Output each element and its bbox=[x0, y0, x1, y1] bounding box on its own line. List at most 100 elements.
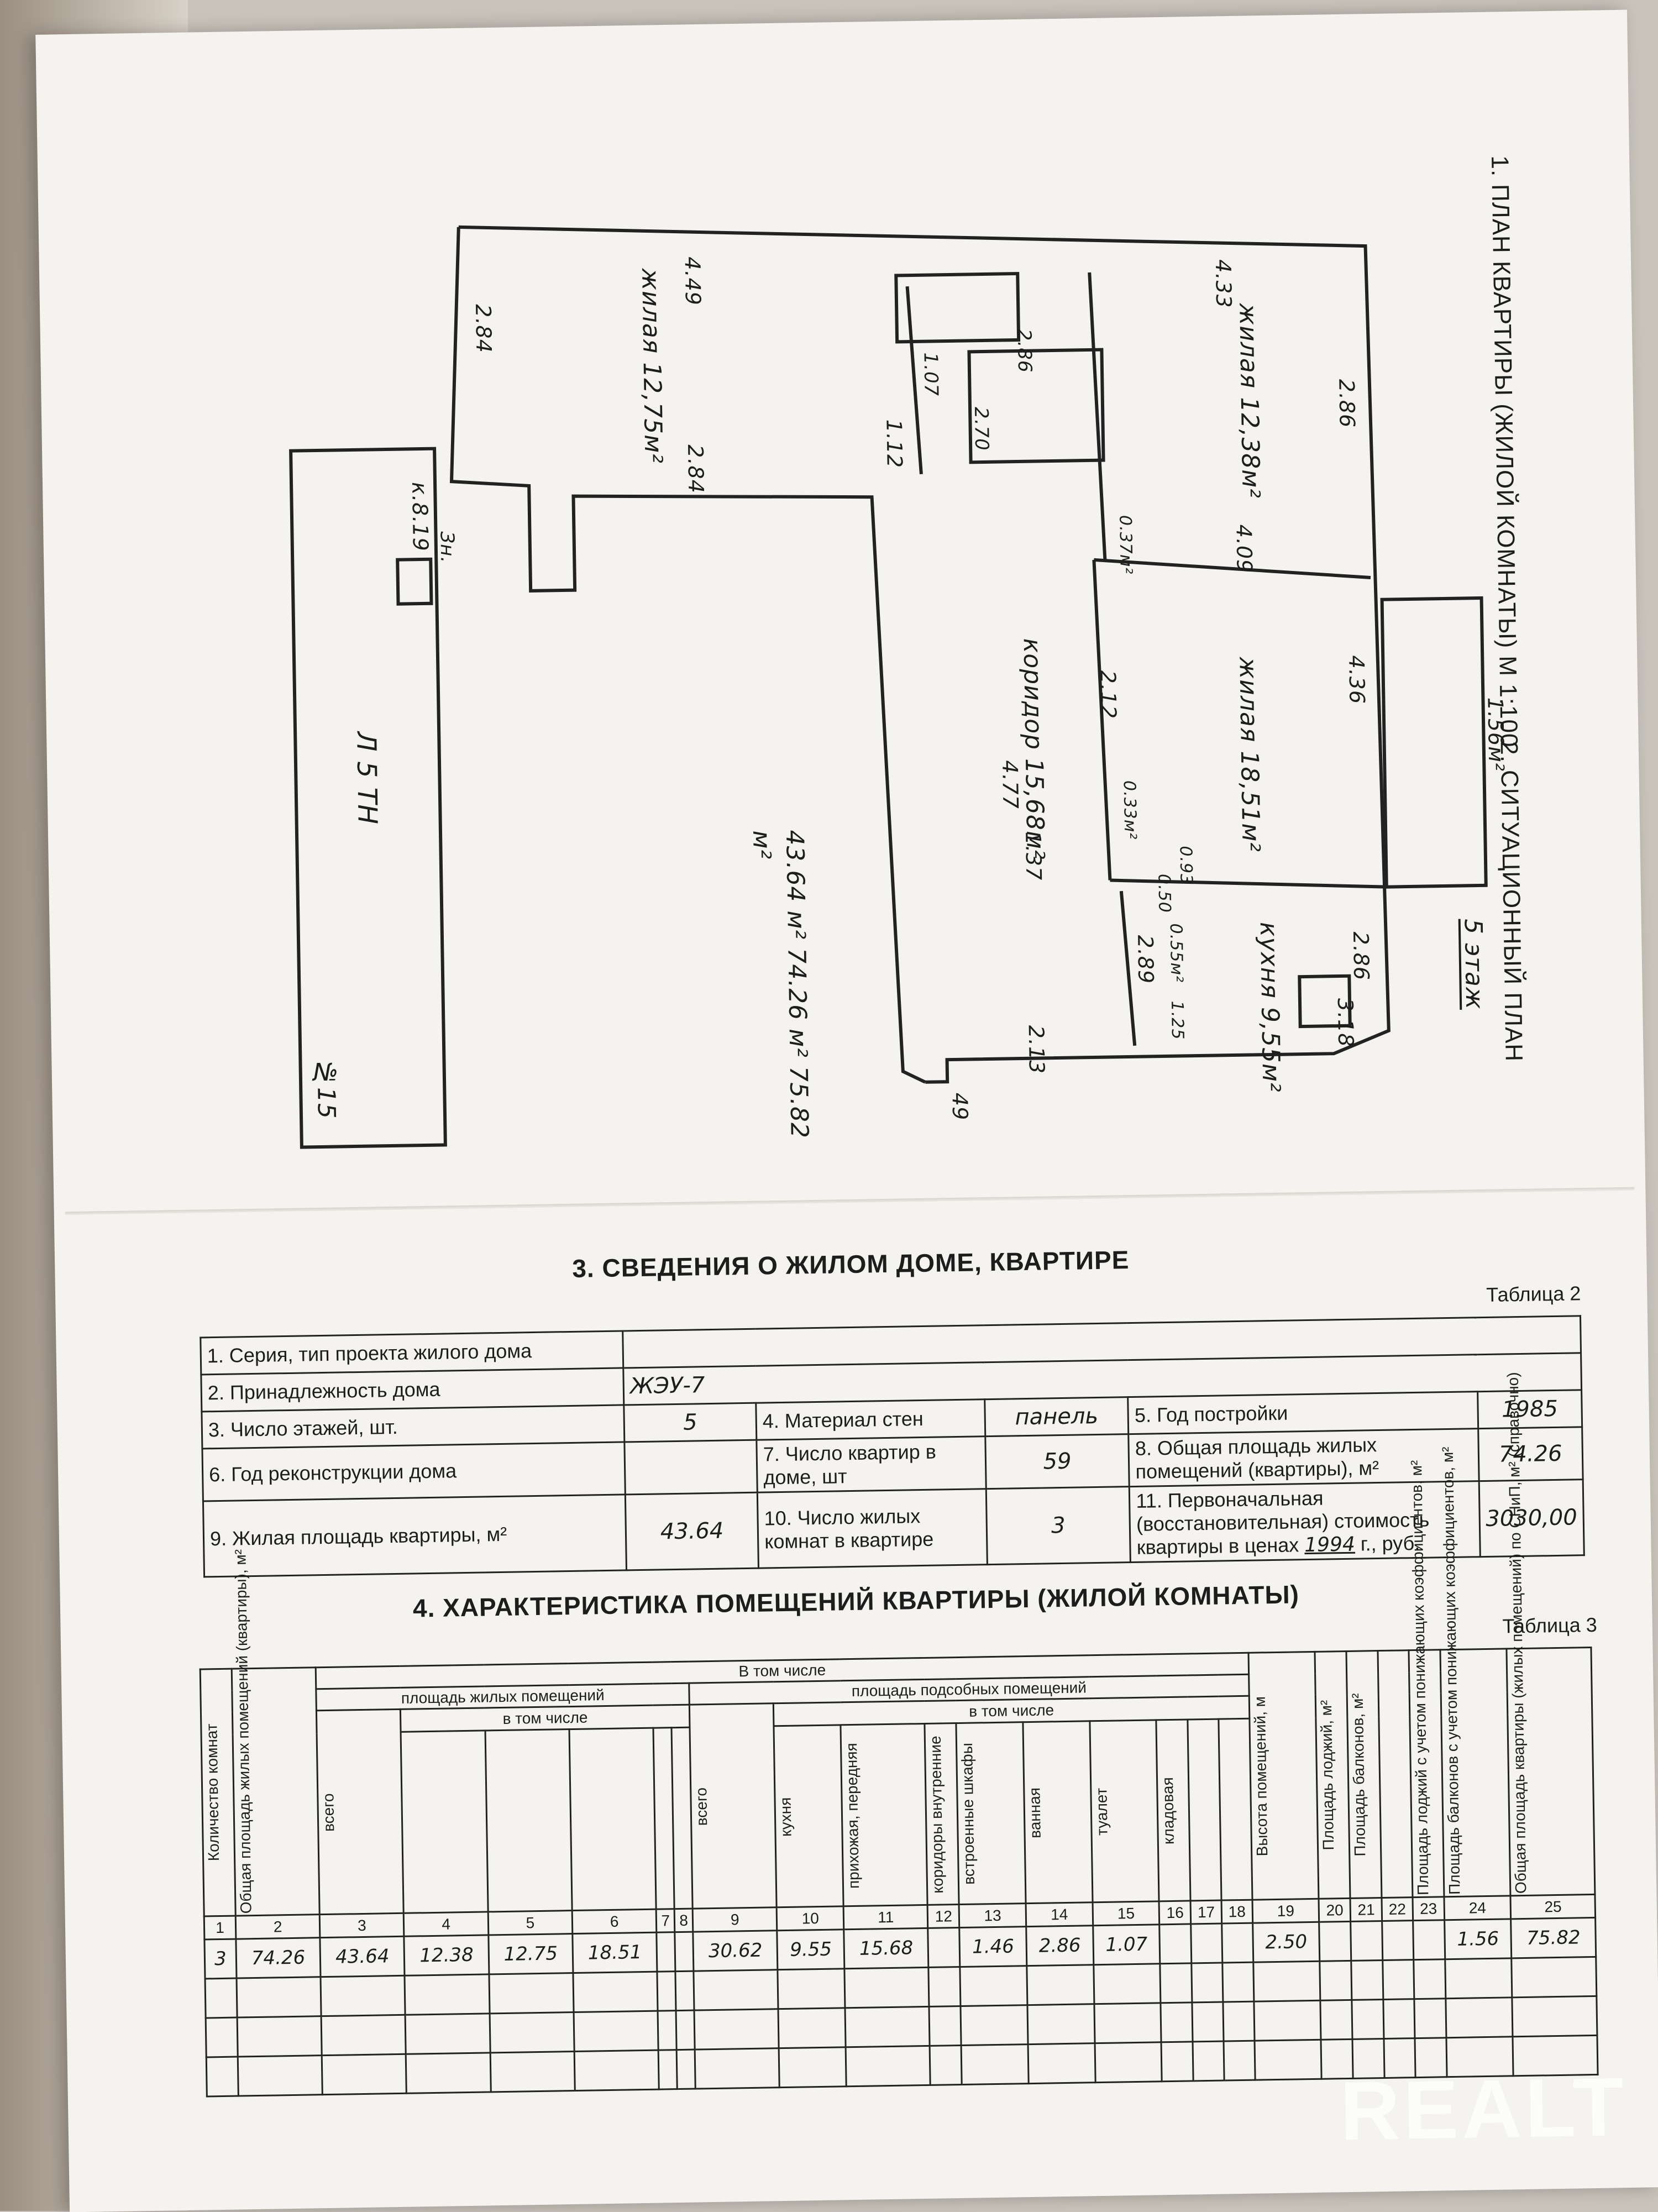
header-cell: коридоры внутренние bbox=[925, 1723, 959, 1905]
room-label: жилая 12,38м² bbox=[1234, 303, 1265, 499]
cell-label: 11. Первоначальная (восстановительная) с… bbox=[1129, 1481, 1480, 1563]
header-cell: Количество комнат bbox=[200, 1669, 236, 1916]
header-cell: всего bbox=[316, 1709, 404, 1915]
cell-label: 10. Число жилых комнат в квартире bbox=[757, 1488, 988, 1569]
column-number: 24 bbox=[1444, 1895, 1512, 1920]
column-number: 23 bbox=[1412, 1896, 1445, 1921]
dimension: 2.86 bbox=[1334, 379, 1360, 428]
stair-mark: 49 bbox=[947, 1092, 973, 1121]
header-cell: Общая площадь жилых помещений (квартиры)… bbox=[232, 1549, 320, 1916]
header-cell bbox=[1188, 1719, 1222, 1901]
column-number: 5 bbox=[487, 1910, 573, 1935]
header-cell bbox=[671, 1727, 693, 1909]
cell-label: 6. Год реконструкции дома bbox=[202, 1442, 626, 1501]
table-cell: 9.55 bbox=[777, 1929, 845, 1970]
table-cell bbox=[1382, 1920, 1414, 1961]
situation-house-number: №15 bbox=[311, 1058, 341, 1120]
header-cell bbox=[401, 1731, 488, 1914]
dimension: 1.37 bbox=[1021, 831, 1046, 881]
room-area: 12,38м² bbox=[1235, 396, 1265, 499]
header-cell bbox=[653, 1727, 675, 1910]
cost-year: 1994 bbox=[1304, 1533, 1356, 1557]
cell-value: 43.64 bbox=[625, 1492, 759, 1570]
table-cell: 2.50 bbox=[1252, 1922, 1320, 1963]
table-cell: 18.51 bbox=[572, 1932, 658, 1973]
dimension: 4.36 bbox=[1344, 655, 1370, 705]
cell-label: 2. Принадлежность дома bbox=[201, 1367, 625, 1412]
column-number: 11 bbox=[843, 1905, 928, 1930]
total-living: 43.64 м² bbox=[780, 830, 811, 940]
column-number: 19 bbox=[1252, 1899, 1320, 1923]
area-totals: 43.64 м² 74.26 м² 75.82 м² bbox=[744, 830, 816, 1173]
table-cell: 12.38 bbox=[404, 1935, 489, 1976]
room-name: кухня bbox=[1254, 921, 1284, 999]
header-cell: Площадь балконов с учетом понижающих коэ… bbox=[1439, 1446, 1511, 1897]
column-number: 1 bbox=[204, 1916, 236, 1940]
column-number: 25 bbox=[1510, 1894, 1596, 1919]
section3-title: 3. СВЕДЕНИЯ О ЖИЛОМ ДОМЕ, КВАРТИРЕ bbox=[571, 1245, 1130, 1283]
cell-label: 3. Число этажей, шт. bbox=[201, 1404, 625, 1449]
dimension: 0.50 bbox=[1154, 873, 1174, 914]
dimension: 3.18 bbox=[1332, 998, 1358, 1047]
table-cell: 30.62 bbox=[692, 1930, 778, 1972]
column-number: 6 bbox=[572, 1909, 657, 1934]
column-number: 14 bbox=[1026, 1902, 1093, 1927]
dimension: 0.33м² bbox=[1119, 780, 1140, 840]
header-cell: встроенные шкафы bbox=[956, 1722, 1026, 1905]
table-cell bbox=[1190, 1923, 1222, 1963]
column-number: 2 bbox=[235, 1914, 321, 1940]
header-cell: кухня bbox=[774, 1724, 844, 1907]
header-cell: Площадь лоджий, м² bbox=[1315, 1651, 1351, 1899]
room-label: жилая 18,51м² bbox=[1234, 657, 1265, 852]
column-number: 3 bbox=[319, 1913, 405, 1938]
document-sheet: 1. ПЛАН КВАРТИРЫ (ЖИЛОЙ КОМНАТЫ) М 1:100… bbox=[35, 9, 1658, 2212]
table-cell bbox=[928, 1927, 961, 1968]
cell-value: 59 bbox=[985, 1434, 1130, 1489]
dimension: 2.86 bbox=[1349, 931, 1374, 981]
header-cell: Площадь лоджий с учетом понижающих коэфф… bbox=[1408, 1460, 1444, 1898]
table-cell: 1.46 bbox=[959, 1926, 1027, 1967]
cell-label: 4. Материал стен bbox=[755, 1399, 985, 1440]
column-number: 10 bbox=[776, 1906, 844, 1931]
table-cell bbox=[1159, 1923, 1192, 1964]
table-cell: 74.26 bbox=[235, 1937, 321, 1979]
cell-value: 3030,00 bbox=[1478, 1479, 1584, 1557]
dimension: 4.77 bbox=[998, 759, 1023, 810]
dimension: 4.33 bbox=[1210, 259, 1236, 309]
room-name: жилая bbox=[1234, 303, 1263, 389]
dimension: 2.70 bbox=[970, 406, 993, 452]
column-number: 21 bbox=[1350, 1898, 1382, 1922]
cell-label: 5. Год постройки bbox=[1127, 1391, 1478, 1434]
table-cell: 3 bbox=[204, 1939, 237, 1979]
table-cell: 2.86 bbox=[1026, 1925, 1094, 1966]
column-number: 17 bbox=[1190, 1900, 1222, 1924]
table-cell bbox=[1221, 1923, 1253, 1963]
header-cell: кладовая bbox=[1156, 1720, 1191, 1901]
column-number: 18 bbox=[1221, 1900, 1253, 1924]
table-cell bbox=[675, 1932, 694, 1972]
table-cell: 75.82 bbox=[1511, 1917, 1596, 1958]
cell-label: 7. Число квартир в доме, шт bbox=[756, 1436, 987, 1493]
situation-mark: Зн. bbox=[436, 531, 459, 564]
situation-building: Л 5 ТН bbox=[350, 731, 383, 825]
table-cell bbox=[1319, 1921, 1352, 1962]
cell-value: 1985 bbox=[1477, 1390, 1582, 1429]
dimension: 0.37м² bbox=[1115, 515, 1136, 575]
cell-value: 3 bbox=[986, 1486, 1131, 1565]
dimension: 1.12 bbox=[882, 419, 907, 469]
room-name: коридор bbox=[1017, 638, 1048, 751]
table-cell bbox=[1413, 1920, 1445, 1960]
column-number: 13 bbox=[959, 1903, 1026, 1928]
building-info-table: 1. Серия, тип проекта жилого дома 2. При… bbox=[200, 1315, 1585, 1577]
room-area: 12,75м² bbox=[637, 361, 668, 464]
column-number: 20 bbox=[1319, 1898, 1351, 1922]
column-number: 16 bbox=[1159, 1900, 1191, 1925]
column-number: 4 bbox=[403, 1911, 489, 1937]
floor-plan: жилая 12,75м² жилая 12,38м² жилая 18,51м… bbox=[104, 155, 1512, 1183]
dimension: 2.12 bbox=[1095, 670, 1121, 720]
header-cell: прихожая, передняя bbox=[841, 1723, 928, 1906]
cell-value: 5 bbox=[624, 1403, 757, 1442]
column-number: 9 bbox=[692, 1907, 778, 1932]
header-cell bbox=[569, 1728, 657, 1911]
dimension: 4.49 bbox=[680, 256, 706, 306]
